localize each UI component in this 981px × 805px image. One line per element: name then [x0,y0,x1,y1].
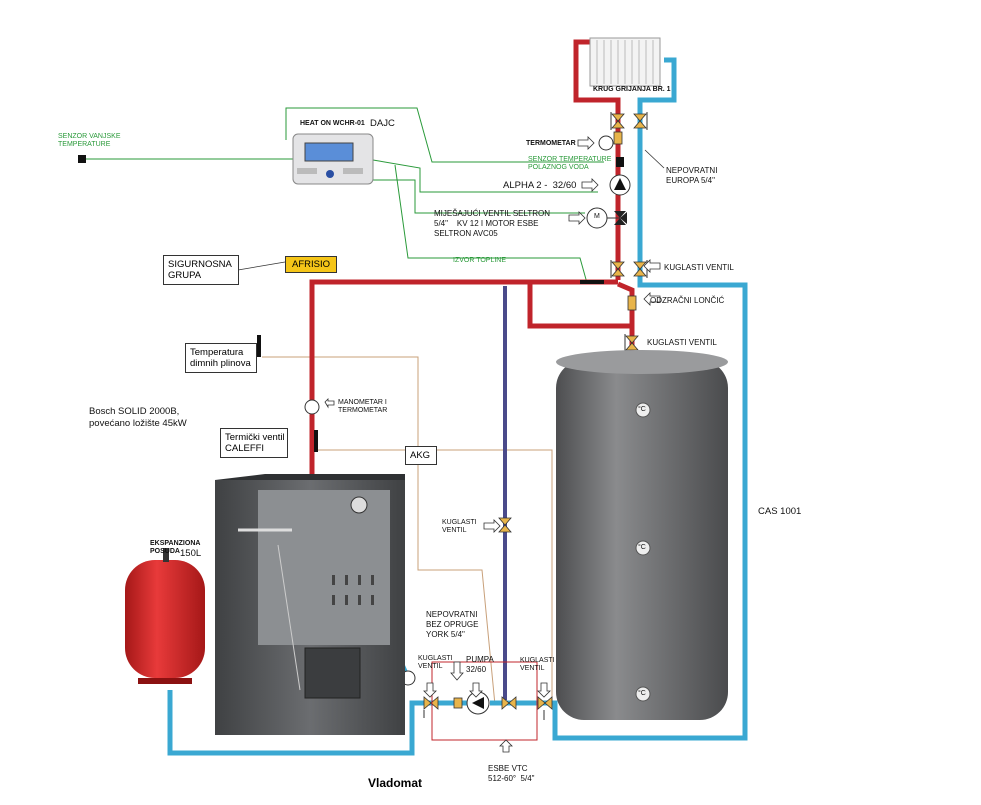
ball-valve-right-label: KUGLASTI VENTIL [520,657,555,672]
expansion-vessel [125,548,205,684]
leader-line [644,149,665,169]
tank-label: CAS 1001 [758,506,802,517]
akg-box: AKG [405,446,437,465]
flue-gas-temp-box: Temperatura dimnih plinova [185,343,257,373]
flow-sensor-label: SENZOR TEMPERATURE POLAZNOG VODA [528,156,612,171]
ball-valve-mid-label: KUGLASTI VENTIL [647,338,717,347]
tank-thermo-top: °C [638,406,646,413]
pump-label: PUMPA 32/60 [466,655,494,674]
outdoor-sensor-label: SENZOR VANJSKE TEMPERATURE [58,133,121,148]
controller-device [292,133,374,185]
air-vent-label: ODZRAČNI LONČIĆ [650,296,725,305]
storage-tank [556,350,728,720]
alpha-pump-label: ALPHA 2 - 32/60 [503,180,577,191]
ball-valve-vertical-label: KUGLASTI VENTIL [442,519,477,534]
thermometer-label: TERMOMETAR [526,140,576,147]
check-valve-europa-label: NEPOVRATNI EUROPA 5/4" [666,166,718,185]
vladomat-box [431,661,538,741]
check-valve-york-label: NEPOVRATNI BEZ OPRUGE YORK 5/4" [426,610,479,639]
sensor-wires [84,107,604,706]
boiler [215,474,405,735]
vladomat-label: Vladomat [368,776,423,790]
expansion-vessel-label: EKSPANZIONA POSUDA [150,540,201,555]
valves [423,113,647,710]
expansion-volume-label: 150L [180,548,202,559]
tank-thermo-mid: °C [638,544,646,551]
ball-valve-left-label: KUGLASTI VENTIL [418,655,453,670]
ball-valve-top-label: KUGLASTI VENTIL [664,263,734,272]
boiler-label: Bosch SOLID 2000B, povećano ložište 45kW [89,406,187,429]
radiator-label: KRUG GRIJANJA BR. 1 [593,86,671,93]
tank-thermo-bottom: °C [638,690,646,697]
manometer-label: MANOMETAR I TERMOMETAR [338,399,388,414]
motor-letter: M [594,213,600,220]
pointer-arrows [324,136,661,753]
mixing-valve [586,207,627,229]
alpha-pump [609,174,631,196]
controller-label: HEAT ON WCHR-01 [300,120,365,127]
mixing-valve-label: MIJEŠAJUĆI VENTIL SELTRON 5/4" KV 12 I M… [434,209,551,238]
controller-brand: DAJC [370,118,395,129]
thermal-valve-box: Termički ventil CALEFFI [220,428,288,458]
radiator [589,37,661,87]
safety-group-box: SIGURNOSNA GRUPA [163,255,239,285]
heat-source-label: IZVOR TOPLINE [453,257,507,264]
leader-line [237,261,286,271]
esbe-valve-label: ESBE VTC 512-60° 5/4" [488,764,535,783]
afrisio-box: AFRISIO [285,256,338,273]
